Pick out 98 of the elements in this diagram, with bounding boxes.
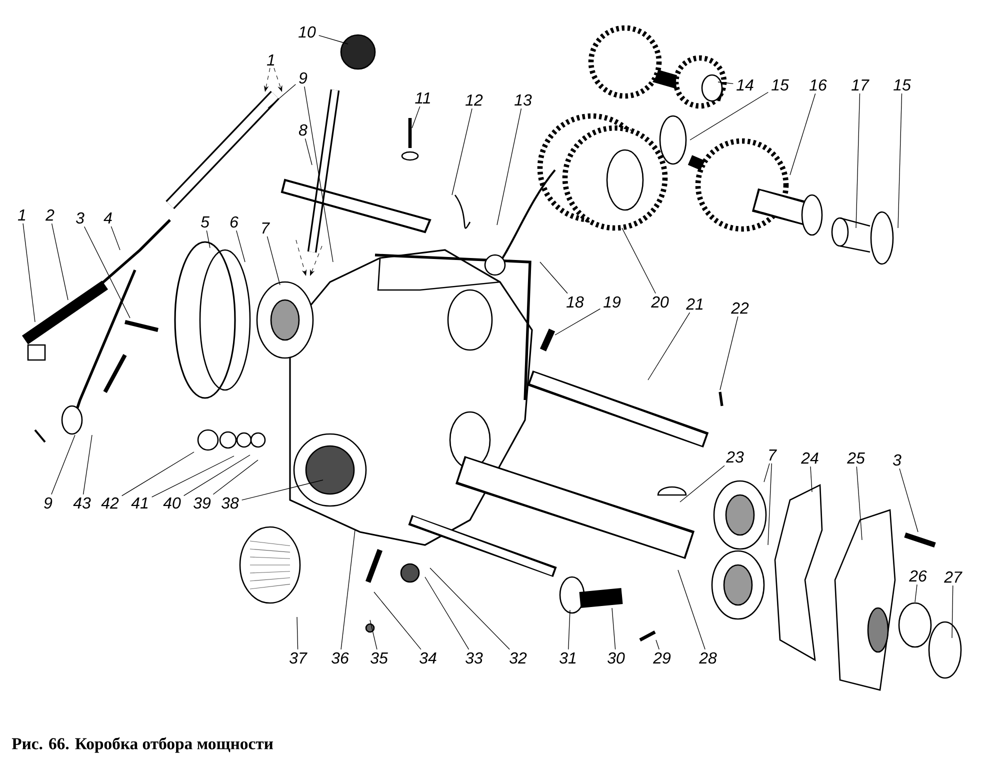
callout-number: 29 bbox=[653, 652, 671, 664]
callout-number: 3 bbox=[76, 212, 84, 224]
callout-number: 42 bbox=[101, 497, 119, 509]
leader-line bbox=[212, 460, 258, 495]
leader-line bbox=[430, 568, 510, 650]
callout-number: 31 bbox=[559, 652, 576, 664]
callout-number: 9 bbox=[44, 497, 52, 509]
callout-number: 8 bbox=[298, 124, 308, 136]
callout-number: 37 bbox=[289, 652, 308, 664]
leader-line bbox=[82, 434, 92, 495]
section-label: 1 bbox=[266, 54, 274, 66]
callout-number: 12 bbox=[466, 94, 483, 106]
callout-number: 15 bbox=[894, 79, 911, 91]
callout-number: 22 bbox=[731, 302, 749, 314]
leader-line bbox=[236, 230, 246, 262]
callout-number: 38 bbox=[221, 497, 239, 509]
leader-line bbox=[318, 35, 348, 44]
leader-line bbox=[242, 480, 324, 500]
leader-line bbox=[899, 468, 918, 532]
leader-line bbox=[568, 610, 570, 650]
leader-line bbox=[266, 236, 280, 286]
callout-number: 27 bbox=[944, 571, 962, 583]
callout-number: 16 bbox=[810, 79, 827, 91]
leader-line bbox=[304, 138, 312, 166]
leader-line bbox=[656, 640, 660, 650]
leader-line bbox=[718, 82, 734, 84]
leader-line bbox=[680, 465, 725, 502]
leader-line bbox=[370, 620, 378, 650]
leader-line bbox=[340, 530, 356, 650]
leader-line bbox=[856, 93, 860, 228]
leader-line bbox=[452, 108, 472, 196]
leader-line bbox=[720, 316, 738, 390]
leader-line bbox=[612, 608, 616, 650]
leader-line bbox=[22, 223, 36, 322]
leader-line bbox=[84, 226, 130, 318]
leader-line bbox=[268, 84, 296, 108]
leader-line bbox=[768, 463, 772, 546]
callout-number: 34 bbox=[419, 652, 436, 664]
callout-number: 40 bbox=[163, 497, 181, 509]
callout-number: 39 bbox=[193, 497, 211, 509]
leader-line bbox=[184, 454, 250, 496]
leader-line bbox=[790, 93, 816, 176]
callout-number: 28 bbox=[699, 652, 717, 664]
callout-number: 23 bbox=[726, 451, 744, 463]
callout-number: 4 bbox=[104, 212, 112, 224]
callout-number: 24 bbox=[801, 452, 818, 464]
callout-number: 15 bbox=[772, 79, 789, 91]
leader-line bbox=[51, 434, 76, 495]
callout-number: 18 bbox=[566, 296, 584, 308]
leader-line bbox=[898, 93, 902, 228]
leader-line bbox=[51, 223, 68, 300]
callout-number: 11 bbox=[415, 92, 430, 104]
leader-line bbox=[424, 576, 470, 650]
leader-line bbox=[540, 262, 568, 294]
leader-line bbox=[496, 108, 522, 226]
leader-line bbox=[952, 585, 954, 638]
callout-number: 5 bbox=[200, 216, 210, 228]
figure-caption: Рис. 66. Коробка отбора мощности bbox=[12, 737, 273, 753]
callout-number: 41 bbox=[131, 498, 148, 508]
callout-number: 2 bbox=[45, 209, 54, 221]
leader-line bbox=[622, 228, 656, 294]
leader-line bbox=[914, 584, 918, 602]
callout-number: 36 bbox=[331, 652, 349, 664]
callout-number: 33 bbox=[465, 652, 483, 664]
callout-number: 35 bbox=[370, 652, 388, 664]
callout-number: 7 bbox=[262, 222, 270, 234]
callout-number: 43 bbox=[73, 497, 91, 509]
callout-number: 7 bbox=[769, 450, 777, 460]
callout-number: 13 bbox=[514, 94, 532, 106]
callout-number: 9 bbox=[299, 72, 308, 84]
callout-number: 3 bbox=[892, 454, 902, 466]
callout-number: 32 bbox=[509, 652, 527, 664]
leader-line bbox=[206, 230, 210, 248]
callout-number: 17 bbox=[852, 80, 870, 90]
callout-number: 14 bbox=[736, 80, 754, 90]
leader-line bbox=[122, 452, 194, 496]
leader-line bbox=[810, 466, 812, 492]
leader-line bbox=[648, 312, 690, 380]
callout-number: 21 bbox=[686, 298, 703, 310]
callout-number: 19 bbox=[604, 296, 621, 308]
leader-line bbox=[374, 592, 422, 650]
leader-line bbox=[110, 226, 120, 250]
callout-number: 20 bbox=[651, 296, 669, 308]
callout-number: 10 bbox=[298, 26, 316, 38]
leader-line bbox=[412, 106, 420, 128]
callout-number: 26 bbox=[909, 570, 927, 582]
callout-number: 6 bbox=[230, 216, 238, 228]
leader-line bbox=[690, 92, 768, 140]
leader-line bbox=[304, 86, 334, 262]
leader-line bbox=[856, 466, 862, 540]
leader-line bbox=[764, 463, 770, 482]
callout-number: 1 bbox=[18, 210, 26, 220]
callout-number: 25 bbox=[847, 452, 865, 464]
leader-line bbox=[296, 616, 298, 650]
leader-line bbox=[554, 308, 600, 336]
leader-line bbox=[678, 570, 706, 650]
callout-number: 30 bbox=[607, 652, 625, 664]
leader-line bbox=[152, 456, 234, 498]
